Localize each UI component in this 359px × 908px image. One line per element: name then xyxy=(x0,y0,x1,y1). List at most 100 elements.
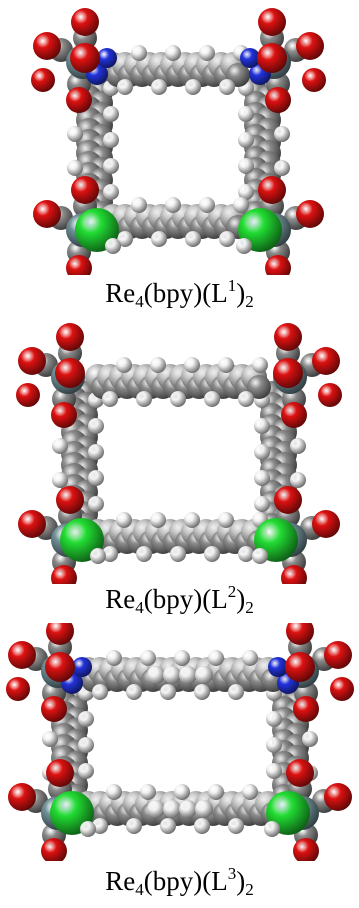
hydrogen-atom xyxy=(184,512,200,528)
oxygen-atom xyxy=(312,347,340,375)
hydrogen-atom xyxy=(219,79,235,95)
hydrogen-atom xyxy=(185,79,201,95)
hydrogen-atom xyxy=(254,470,270,486)
oxygen-atom xyxy=(56,323,84,351)
nitrogen-atom xyxy=(240,48,260,68)
hydrogen-atom xyxy=(116,512,132,528)
caption-superscript: 3 xyxy=(227,864,237,883)
hydrogen-atom xyxy=(252,357,268,373)
molecule-panel-1: Re4(bpy)(L1)2 xyxy=(0,0,359,320)
oxygen-atom xyxy=(46,623,74,645)
oxygen-atom xyxy=(265,255,291,275)
oxygen-atom xyxy=(281,565,307,584)
hydrogen-atom xyxy=(208,650,224,666)
oxygen-atom xyxy=(296,200,324,228)
oxygen-atom xyxy=(56,486,84,514)
oxygen-atom xyxy=(45,652,75,682)
oxygen-atom xyxy=(71,176,99,204)
hydrogen-atom xyxy=(165,45,181,61)
oxygen-atom xyxy=(33,32,61,60)
oxygen-atom xyxy=(46,759,74,787)
hydrogen-atom xyxy=(88,496,104,512)
hydrogen-atom xyxy=(290,438,306,454)
hydrogen-atom xyxy=(92,818,108,834)
oxygen-atom xyxy=(324,783,352,811)
molecule-panel-2: Re4(bpy)(L2)2 xyxy=(0,322,359,622)
hydrogen-atom xyxy=(204,391,220,407)
hydrogen-atom xyxy=(116,357,132,373)
hydrogen-atom xyxy=(185,231,201,247)
oxygen-atom xyxy=(6,677,30,701)
hydrogen-atom xyxy=(88,444,104,460)
hydrogen-atom xyxy=(238,546,254,562)
oxygen-atom xyxy=(258,176,286,204)
hydrogen-atom xyxy=(238,106,254,122)
hydrogen-atom xyxy=(102,391,118,407)
hydrogen-atom xyxy=(78,763,94,779)
oxygen-atom xyxy=(318,383,342,407)
oxygen-atom xyxy=(293,838,319,861)
oxygen-atom xyxy=(312,510,340,538)
hydrogen-atom xyxy=(160,684,176,700)
hydrogen-atom xyxy=(274,160,290,176)
hydrogen-atom xyxy=(78,711,94,727)
oxygen-atom xyxy=(41,696,67,722)
hydrogen-atom xyxy=(103,106,119,122)
hydrogen-atom xyxy=(103,158,119,174)
hydrogen-atom xyxy=(78,737,94,753)
hydrogen-atom xyxy=(117,231,133,247)
molecule-model-1 xyxy=(31,8,326,275)
hydrogen-atom xyxy=(136,391,152,407)
hydrogen-atom xyxy=(150,512,166,528)
oxygen-atom xyxy=(286,623,314,645)
hydrogen-atom xyxy=(165,197,181,213)
oxygen-atom xyxy=(285,652,315,682)
hydrogen-atom xyxy=(52,472,68,488)
nitrogen-atom xyxy=(268,657,288,677)
hydrogen-atom xyxy=(88,418,104,434)
hydrogen-atom xyxy=(236,238,252,254)
hydrogen-atom xyxy=(266,763,282,779)
hydrogen-atom xyxy=(131,45,147,61)
oxygen-atom xyxy=(330,677,354,701)
hydrogen-atom xyxy=(179,800,197,818)
oxygen-atom xyxy=(55,358,85,388)
hydrogen-atom xyxy=(126,818,142,834)
molecule-model-3 xyxy=(6,623,354,861)
oxygen-atom xyxy=(281,402,307,428)
hydrogen-atom xyxy=(264,821,280,837)
caption-close: ) xyxy=(236,584,246,614)
oxygen-atom xyxy=(51,402,77,428)
caption-middle: (bpy)(L xyxy=(143,584,228,614)
hydrogen-atom xyxy=(117,79,133,95)
caption-close: ) xyxy=(236,278,246,308)
oxygen-atom xyxy=(31,68,55,92)
hydrogen-atom xyxy=(42,731,58,747)
hydrogen-atom xyxy=(254,418,270,434)
caption-subscript: 2 xyxy=(245,598,254,617)
hydrogen-atom xyxy=(170,391,186,407)
hydrogen-atom xyxy=(151,231,167,247)
molecule-caption-3: Re4(bpy)(L3)2 xyxy=(0,864,359,898)
hydrogen-atom xyxy=(174,784,190,800)
hydrogen-atom xyxy=(126,684,142,700)
hydrogen-atom xyxy=(163,666,181,684)
oxygen-atom xyxy=(8,641,36,669)
hydrogen-atom xyxy=(147,666,165,684)
caption-prefix: Re xyxy=(105,278,136,308)
oxygen-atom xyxy=(18,347,46,375)
oxygen-atom xyxy=(51,565,77,584)
hydrogen-atom xyxy=(147,800,165,818)
hydrogen-atom xyxy=(80,821,96,837)
hydrogen-atom xyxy=(228,818,244,834)
caption-close: ) xyxy=(236,866,246,896)
hydrogen-atom xyxy=(228,684,244,700)
oxygen-atom xyxy=(258,8,286,36)
hydrogen-atom xyxy=(242,650,258,666)
hydrogen-atom xyxy=(219,231,235,247)
hydrogen-atom xyxy=(233,197,249,213)
molecule-caption-1: Re4(bpy)(L1)2 xyxy=(0,276,359,310)
caption-superscript: 1 xyxy=(227,276,237,295)
oxygen-atom xyxy=(70,43,100,73)
hydrogen-atom xyxy=(238,132,254,148)
